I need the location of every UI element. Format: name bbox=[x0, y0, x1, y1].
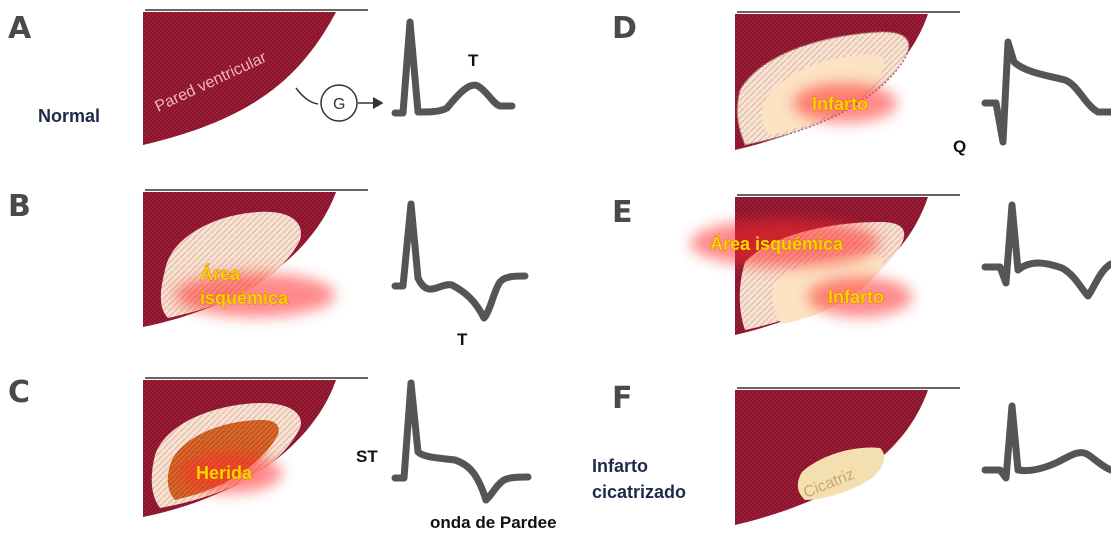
injury-label: Herida bbox=[196, 463, 253, 483]
panel-letter-c: C bbox=[8, 375, 30, 410]
panel-f: F Cicatriz Infarto cicatrizado bbox=[592, 381, 1111, 525]
panel-a: A Pared ventricular Normal G T bbox=[8, 10, 512, 145]
ecg-trace-b bbox=[395, 204, 525, 318]
ecg-label-q: Q bbox=[953, 137, 966, 156]
side-label-normal: Normal bbox=[38, 106, 100, 126]
ischemic-label-line1: Área bbox=[200, 263, 241, 284]
panel-letter-a: A bbox=[8, 11, 32, 46]
ecg-label-pardee: onda de Pardee bbox=[430, 513, 557, 532]
ischemic-label: Área isquémica bbox=[710, 233, 844, 254]
ecg-trace-d bbox=[985, 42, 1111, 142]
infarct-label: Infarto bbox=[812, 94, 868, 114]
ventricular-wall bbox=[143, 12, 336, 145]
ecg-trace-a bbox=[395, 22, 512, 113]
galvanometer-lead bbox=[296, 88, 318, 104]
ecg-label-t-a: T bbox=[468, 51, 479, 70]
ecg-trace-c bbox=[395, 383, 528, 500]
galvanometer-label: G bbox=[333, 96, 345, 113]
panel-d: D Infarto Q bbox=[612, 11, 1111, 156]
panel-c: C Herida ST onda de Pardee bbox=[8, 375, 557, 532]
side-label-line1: Infarto bbox=[592, 456, 648, 476]
panel-b: B Área isquémica T bbox=[8, 189, 525, 349]
ecg-label-t-b: T bbox=[457, 330, 468, 349]
panel-letter-f: F bbox=[612, 381, 633, 416]
infarct-label: Infarto bbox=[828, 287, 884, 307]
panel-letter-e: E bbox=[612, 195, 633, 230]
side-label-line2: cicatrizado bbox=[592, 482, 686, 502]
ischemic-label-line2: isquémica bbox=[200, 288, 289, 308]
panel-letter-d: D bbox=[612, 11, 637, 46]
panel-letter-b: B bbox=[8, 189, 31, 224]
panel-e: E Área isquémica Infarto bbox=[612, 195, 1111, 335]
ecg-trace-e bbox=[985, 205, 1111, 296]
ecg-label-st: ST bbox=[356, 447, 378, 466]
ecg-trace-f bbox=[985, 406, 1111, 478]
